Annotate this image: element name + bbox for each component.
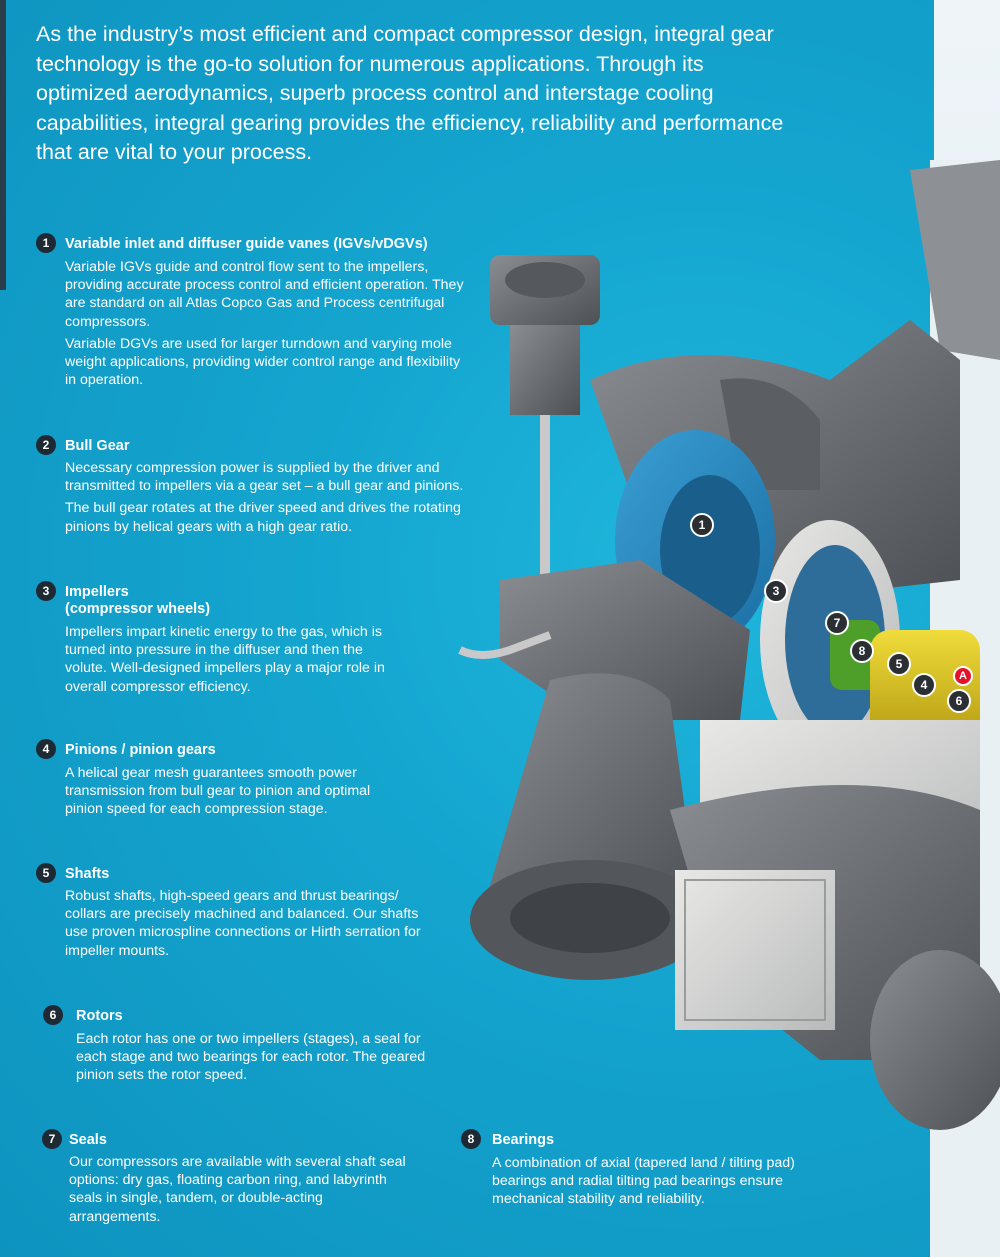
callout-a: A (953, 666, 973, 686)
section-paragraph: A combination of axial (tapered land / t… (492, 1155, 795, 1208)
section-paragraph: Impellers impart kinetic energy to the g… (65, 624, 385, 695)
section-number: 8 (461, 1129, 481, 1149)
section-number: 1 (36, 233, 56, 253)
section-number: 7 (42, 1129, 62, 1149)
section-subtitle: (compressor wheels) (65, 601, 211, 617)
section-paragraph: Each rotor has one or two impellers (sta… (76, 1031, 426, 1084)
section-number: 5 (36, 863, 56, 883)
callout-1: 1 (690, 513, 714, 537)
left-accent-bar (0, 0, 6, 290)
section-title: Impellers (65, 584, 129, 600)
intro-paragraph: As the industry’s most efficient and com… (36, 22, 784, 165)
section-paragraph: Variable IGVs guide and control flow sen… (65, 259, 464, 330)
section-paragraph: Our compressors are available with sever… (69, 1154, 406, 1225)
callout-8: 8 (850, 639, 874, 663)
section-body: Variable IGVs guide and control flow sen… (65, 258, 465, 393)
section-title: Shafts (65, 866, 110, 882)
section-title: Rotors (76, 1008, 123, 1024)
callout-3: 3 (764, 579, 788, 603)
callout-5: 5 (887, 652, 911, 676)
section-title: Pinions / pinion gears (65, 742, 216, 758)
section-paragraph: The bull gear rotates at the driver spee… (65, 500, 461, 535)
section-body: A helical gear mesh guarantees smooth po… (65, 764, 410, 823)
compressor-illustration (458, 160, 1000, 1257)
section-title: Seals (69, 1132, 107, 1148)
section-title: Bull Gear (65, 438, 130, 454)
section-body: A combination of axial (tapered land / t… (492, 1154, 812, 1213)
section-title: Bearings (492, 1132, 555, 1148)
section-number: 3 (36, 581, 56, 601)
callout-7: 7 (825, 611, 849, 635)
section-title: Variable inlet and diffuser guide vanes … (65, 236, 428, 252)
section-body: Our compressors are available with sever… (69, 1153, 414, 1230)
section-number: 6 (43, 1005, 63, 1025)
section-paragraph: Variable DGVs are used for larger turndo… (65, 335, 461, 389)
section-number: 4 (36, 739, 56, 759)
callout-6: 6 (947, 689, 971, 713)
section-body: Each rotor has one or two impellers (sta… (76, 1030, 426, 1089)
section-body: Impellers impart kinetic energy to the g… (65, 623, 400, 700)
callout-4: 4 (912, 673, 936, 697)
section-number: 2 (36, 435, 56, 455)
section-paragraph: Robust shafts, high-speed gears and thru… (65, 888, 421, 959)
section-body: Necessary compression power is supplied … (65, 459, 500, 540)
section-paragraph: Necessary compression power is supplied … (65, 460, 464, 495)
section-paragraph: A helical gear mesh guarantees smooth po… (65, 765, 371, 818)
section-body: Robust shafts, high-speed gears and thru… (65, 887, 440, 964)
